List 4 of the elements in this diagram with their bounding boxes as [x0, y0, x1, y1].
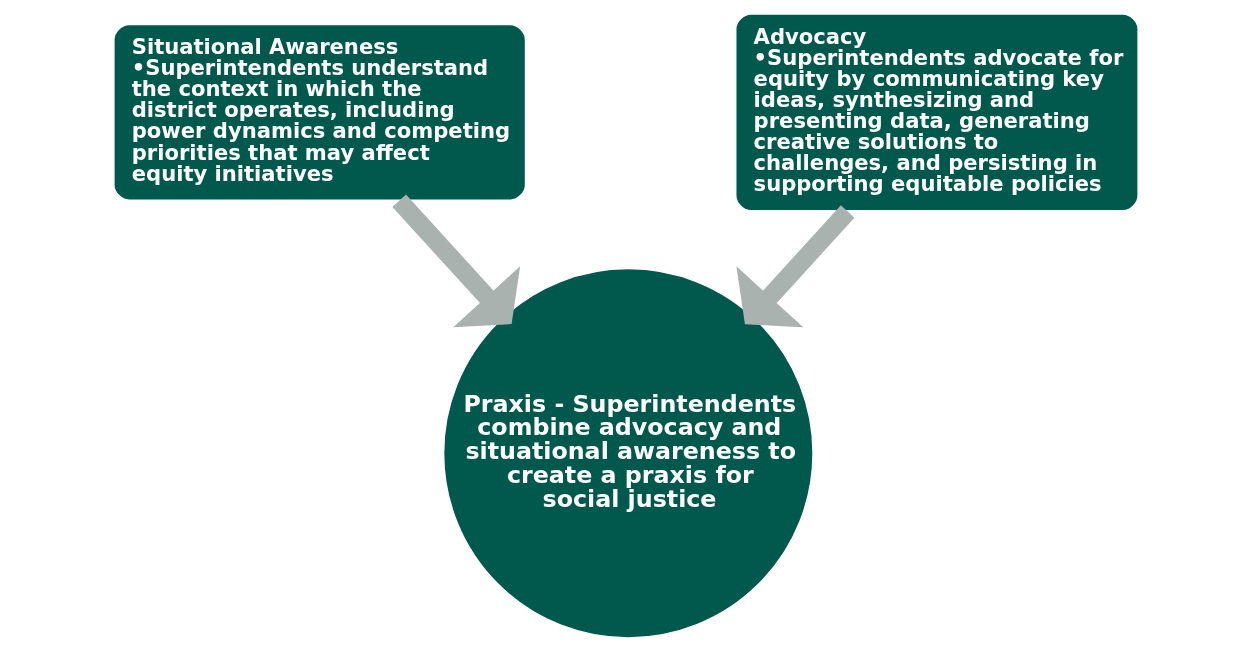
arrow: [392, 194, 521, 328]
node-box: Situational Awareness •Superintendents understand the context in which the district operates, including power dynamics and competing priorities that may affect equity initiatives: [111, 22, 528, 202]
arrow: [736, 205, 855, 328]
node-box: Advocacy •Superintendents advocate for equity by communicating key ideas, synthesizing and presenting data, generating creative solutions to challenges, and persisting in supporting equitable policies: [733, 12, 1141, 213]
